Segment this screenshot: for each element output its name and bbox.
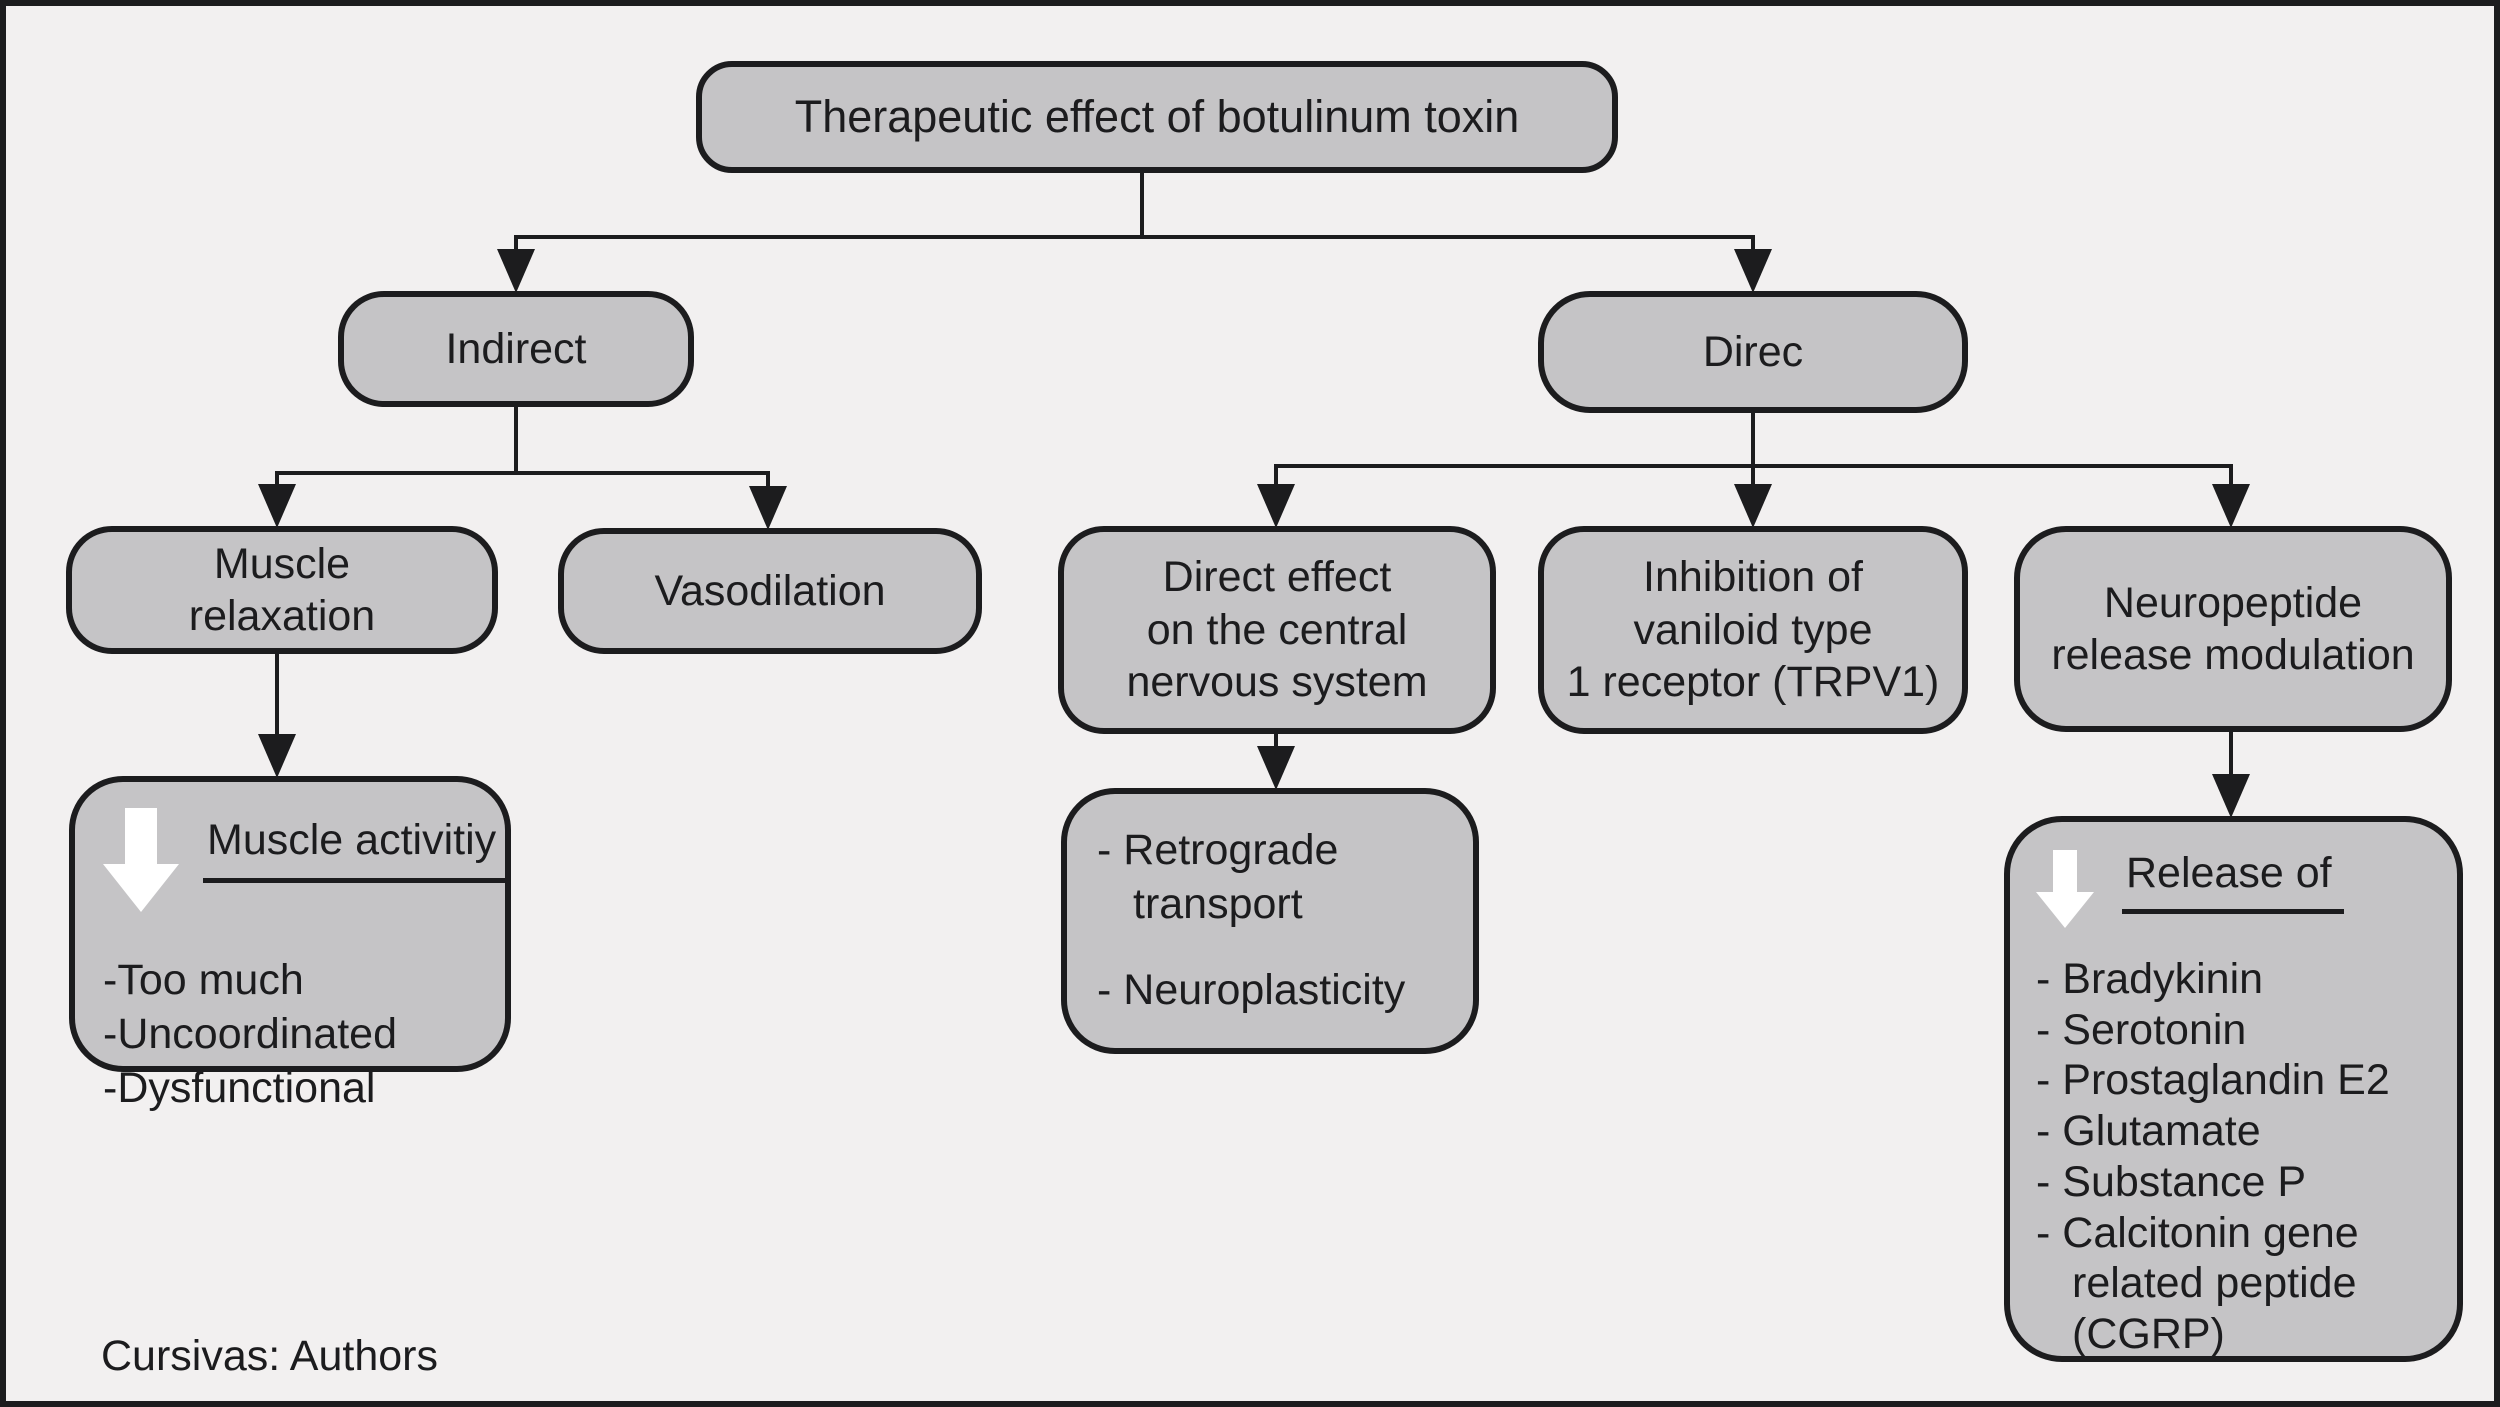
node-cns-effect: Direct effect on the central nervous sys…: [1058, 526, 1496, 734]
node-neuropeptide-line: Neuropeptide: [2103, 578, 2363, 627]
node-neuropeptide: Neuropeptide release modulation: [2014, 526, 2452, 732]
node-trpv1-line: 1 receptor (TRPV1): [1566, 658, 1940, 707]
figure-caption: Cursivas: Authors: [101, 1332, 438, 1380]
connector-line: [275, 654, 279, 740]
node-direct: Direc: [1538, 291, 1968, 413]
muscle-activity-item: -Dysfunctional: [103, 1063, 376, 1112]
box-release: Release of - Bradykinin - Serotonin - Pr…: [2004, 816, 2463, 1362]
connector-line: [1140, 172, 1144, 239]
node-cns-effect-line: Direct effect: [1162, 553, 1392, 602]
release-item: - Calcitonin gene related peptide (CGRP): [2036, 1208, 2359, 1359]
connector-line: [1274, 733, 1278, 751]
arrow-down-icon: [749, 486, 787, 530]
arrow-down-icon: [2212, 774, 2250, 818]
connector-line: [1274, 464, 1278, 488]
connector-line: [766, 471, 770, 491]
node-indirect: Indirect: [338, 291, 694, 407]
box-cns-mechanisms: - Retrograde transport - Neuroplasticity: [1061, 788, 1479, 1054]
release-item: - Bradykinin: [2036, 955, 2264, 1003]
connector-line: [514, 406, 518, 475]
release-item: - Substance P: [2036, 1157, 2307, 1206]
arrow-down-icon: [1257, 484, 1295, 528]
node-muscle-relaxation: Muscle relaxation: [66, 526, 498, 654]
arrow-down-icon: [258, 484, 296, 528]
decrease-arrow-icon: [2036, 850, 2094, 928]
arrow-down-icon: [497, 249, 535, 293]
node-root-label: Therapeutic effect of botulinum toxin: [794, 90, 1520, 142]
cns-mechanism-item: - Neuroplasticity: [1097, 965, 1406, 1014]
node-trpv1-line: Inhibition of: [1643, 553, 1863, 602]
arrow-down-icon: [1257, 746, 1295, 790]
muscle-activity-item: -Too much: [103, 956, 304, 1004]
node-direct-label: Direc: [1702, 327, 1804, 376]
connector-line: [2229, 464, 2233, 488]
node-muscle-relaxation-line: relaxation: [188, 592, 376, 640]
connector-line: [1751, 411, 1755, 468]
node-root: Therapeutic effect of botulinum toxin: [696, 61, 1618, 173]
release-item: - Prostaglandin E2: [2036, 1056, 2390, 1105]
arrow-down-icon: [258, 734, 296, 778]
connector-line: [275, 471, 279, 491]
connector-line: [275, 471, 768, 475]
connector-line: [2229, 731, 2233, 778]
node-cns-effect-line: nervous system: [1126, 658, 1428, 707]
node-vasodilation-label: Vasodilation: [654, 566, 886, 615]
release-item: - Serotonin: [2036, 1005, 2247, 1054]
box-muscle-activity: Muscle activitiy -Too much -Uncoordinate…: [69, 776, 511, 1112]
node-neuropeptide-line: release modulation: [2051, 631, 2415, 679]
decrease-arrow-icon: [103, 808, 179, 912]
node-muscle-relaxation-line: Muscle: [213, 539, 351, 588]
arrow-down-icon: [1734, 484, 1772, 528]
release-title: Release of: [2122, 848, 2344, 914]
node-indirect-label: Indirect: [445, 324, 587, 373]
connector-line: [514, 235, 1755, 239]
node-cns-effect-line: on the central: [1146, 605, 1408, 654]
arrow-down-icon: [1734, 249, 1772, 293]
connector-line: [1751, 235, 1755, 259]
node-vasodilation: Vasodilation: [558, 528, 982, 654]
connector-line: [1751, 464, 1755, 488]
muscle-activity-title: Muscle activitiy: [203, 814, 509, 883]
arrow-down-icon: [2212, 484, 2250, 528]
release-header: Release of: [2036, 844, 2431, 928]
release-item: - Glutamate: [2036, 1107, 2261, 1156]
muscle-activity-header: Muscle activitiy: [103, 808, 509, 912]
cns-mechanism-item: - Retrograde transport: [1097, 826, 1339, 929]
muscle-activity-item: -Uncoordinated: [103, 1009, 398, 1058]
node-trpv1-line: vaniloid type: [1633, 605, 1873, 654]
connector-line: [514, 235, 518, 259]
node-trpv1: Inhibition of vaniloid type 1 receptor (…: [1538, 526, 1968, 734]
